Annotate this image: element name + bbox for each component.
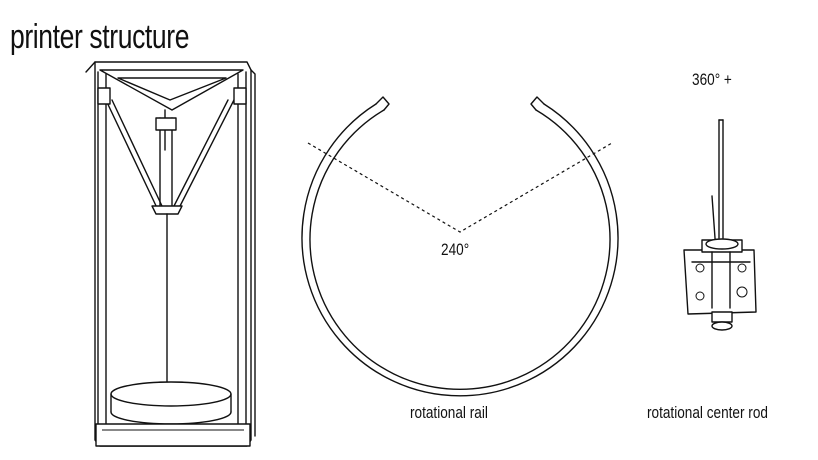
printer-illustration (85, 61, 256, 447)
rod-caption: rotational center rod (647, 403, 768, 422)
rod-angle-label: 360° + (692, 70, 732, 89)
rotational-rail-illustration (301, 96, 619, 397)
rail-caption: rotational rail (410, 403, 488, 422)
rail-angle-label: 240° (441, 240, 470, 259)
diagram-title: printer structure (10, 18, 190, 56)
center-rod-illustration (683, 119, 757, 331)
